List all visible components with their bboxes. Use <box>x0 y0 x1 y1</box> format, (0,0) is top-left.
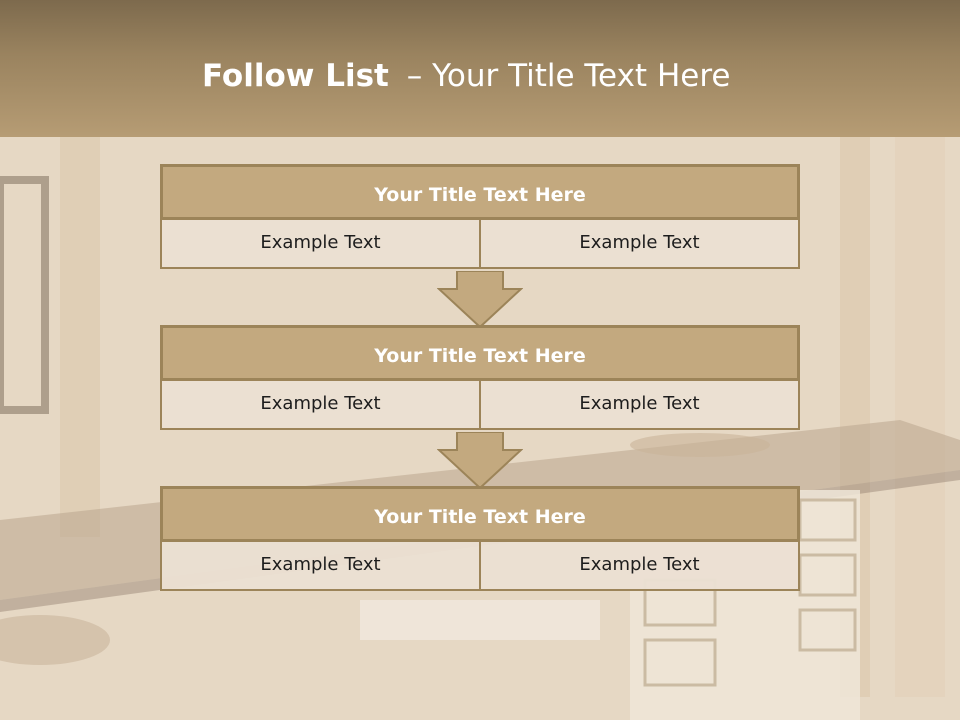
title-bar <box>0 0 960 137</box>
block-title: Your Title Text Here <box>160 486 800 542</box>
list-block-1: Your Title Text Here Example Text Exampl… <box>160 164 800 269</box>
block-row: Example Text Example Text <box>160 220 800 269</box>
block-cell-right: Example Text <box>481 381 800 430</box>
list-block-3: Your Title Text Here Example Text Exampl… <box>160 486 800 591</box>
block-cell-right: Example Text <box>481 542 800 591</box>
slide-title: Follow List – Your Title Text Here <box>202 56 730 96</box>
block-cell-right: Example Text <box>481 220 800 269</box>
block-row: Example Text Example Text <box>160 381 800 430</box>
block-title: Your Title Text Here <box>160 164 800 220</box>
block-title: Your Title Text Here <box>160 325 800 381</box>
down-arrow-icon <box>437 271 523 329</box>
block-row: Example Text Example Text <box>160 542 800 591</box>
slide-title-rest: – Your Title Text Here <box>406 58 731 94</box>
down-arrow-icon <box>437 432 523 490</box>
block-cell-left: Example Text <box>160 381 481 430</box>
slide-title-bold: Follow List <box>202 58 389 94</box>
block-cell-left: Example Text <box>160 220 481 269</box>
list-block-2: Your Title Text Here Example Text Exampl… <box>160 325 800 430</box>
block-cell-left: Example Text <box>160 542 481 591</box>
